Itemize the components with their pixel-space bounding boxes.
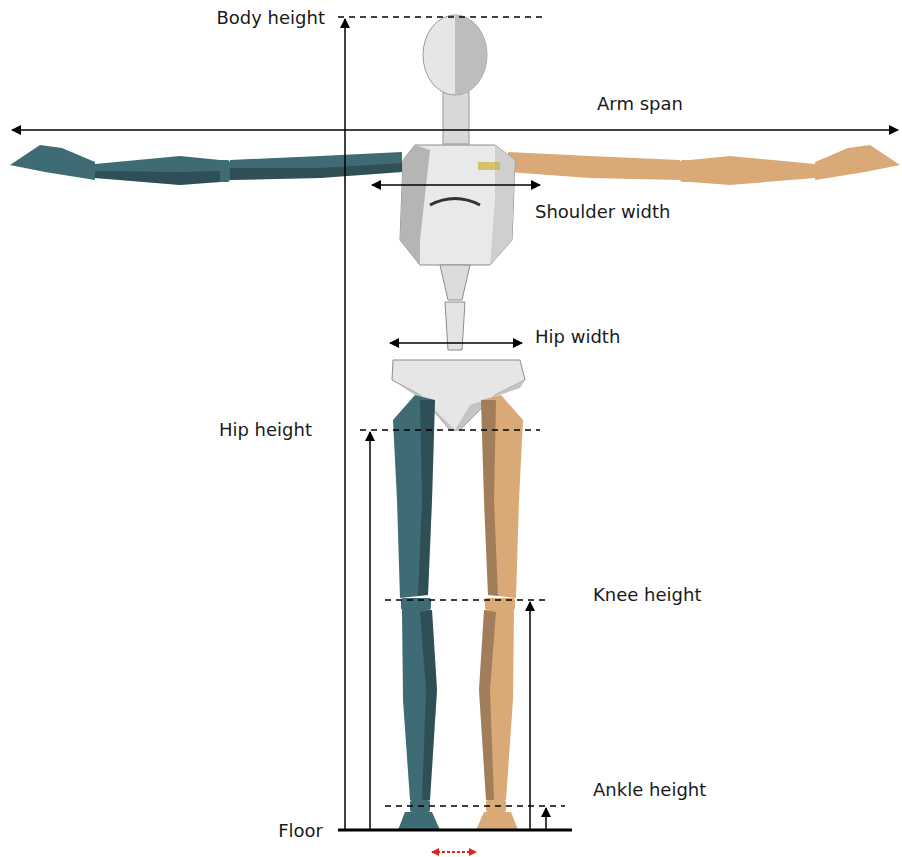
floor-line: [338, 829, 572, 832]
dimension-label: Ankle height: [593, 780, 706, 800]
torso: [400, 145, 515, 265]
dimension-lines: [12, 17, 898, 830]
dimension-label: Body height: [216, 8, 325, 28]
floor-label: Floor: [278, 821, 323, 841]
dimension-label: Hip height: [219, 420, 312, 440]
right-arm: [508, 145, 900, 185]
dimension-label: Hip width: [535, 327, 620, 347]
foot-spacing-arrow: [432, 851, 476, 853]
left-leg: [393, 395, 440, 830]
dimension-label: Shoulder width: [535, 202, 671, 222]
dimension-label: Arm span: [597, 94, 683, 114]
spine: [440, 265, 470, 300]
dimension-label: Knee height: [593, 585, 701, 605]
right-leg: [476, 395, 523, 830]
neck: [443, 92, 469, 144]
left-arm: [10, 145, 402, 185]
head: [423, 15, 487, 95]
